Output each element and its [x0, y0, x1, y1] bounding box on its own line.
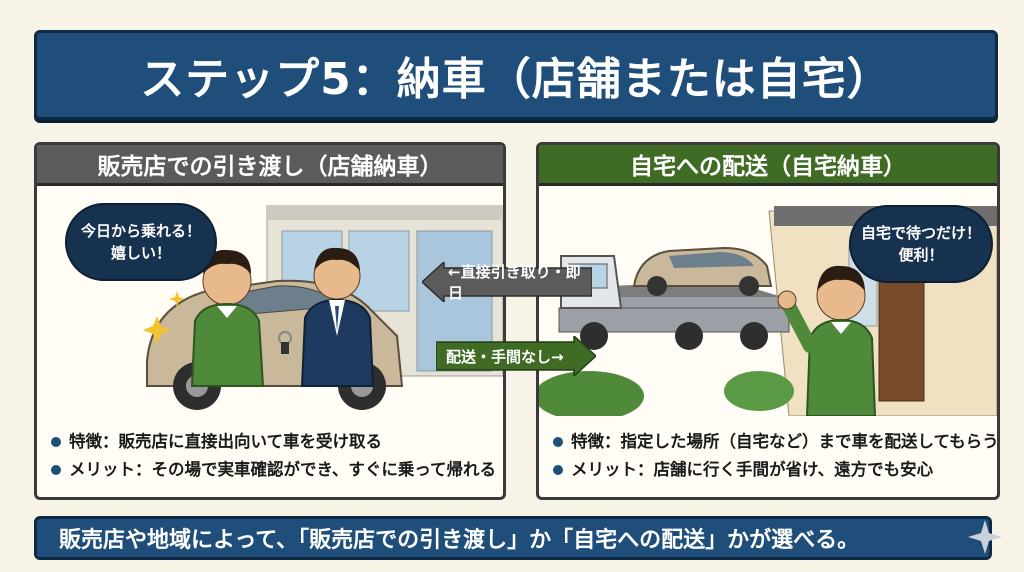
store-pickup-panel: 販売店での引き渡し（店舗納車） 今日から乗れる！ 嬉しい！ 特徴：: [34, 142, 506, 500]
store-merit-text: メリット：その場で実車確認ができ、すぐに乗って帰れる: [69, 460, 497, 479]
list-item: メリット：店舗に行く手間が省け、遠方でも安心: [553, 456, 991, 484]
home-delivery-panel: 自宅への配送（自宅納車） 自宅で待つだけ！ 便利！ 特徴：指定した場所（自宅: [536, 142, 1000, 500]
bullet-icon: [51, 437, 61, 447]
store-speech-bubble: 今日から乗れる！ 嬉しい！: [65, 203, 217, 281]
list-item: メリット：その場で実車確認ができ、すぐに乗って帰れる: [51, 456, 497, 484]
home-bullet-list: 特徴：指定した場所（自宅など）まで車を配送してもらう メリット：店舗に行く手間が…: [553, 428, 997, 484]
store-bubble-line2: 嬉しい！: [110, 244, 171, 262]
store-pickup-illustration: [143, 205, 503, 410]
home-speech-bubble: 自宅で待つだけ！ 便利！: [849, 205, 993, 283]
home-delivery-heading: 自宅への配送（自宅納車）: [539, 145, 997, 186]
summary-text: 販売店や地域によって、「販売店での引き渡し」か「自宅への配送」かが選べる。: [59, 528, 860, 553]
home-bubble-line1: 自宅で待つだけ！: [860, 224, 981, 242]
store-bubble-line1: 今日から乗れる！: [80, 222, 201, 240]
home-bubble-line2: 便利！: [898, 246, 944, 264]
sparkle-icon: [968, 520, 1002, 554]
list-item: 特徴：販売店に直接出向いて車を受け取る: [51, 428, 497, 456]
home-merit-text: メリット：店舗に行く手間が省け、遠方でも安心: [571, 460, 934, 479]
store-pickup-heading: 販売店での引き渡し（店舗納車）: [37, 145, 503, 186]
title-banner: ステップ5：納車（店舗または自宅）: [34, 30, 998, 120]
bullet-icon: [553, 437, 563, 447]
delivery-arrow-label: 配送・手間なし→: [446, 347, 564, 366]
store-feature-text: 特徴：販売店に直接出向いて車を受け取る: [69, 432, 383, 451]
summary-banner: 販売店や地域によって、「販売店での引き渡し」か「自宅への配送」かが選べる。: [34, 516, 992, 560]
list-item: 特徴：指定した場所（自宅など）まで車を配送してもらう: [553, 428, 997, 456]
store-bullet-list: 特徴：販売店に直接出向いて車を受け取る メリット：その場で実車確認ができ、すぐに…: [51, 428, 497, 484]
pickup-arrow-label: ←直接引き取り・即日: [448, 263, 581, 302]
home-feature-text: 特徴：指定した場所（自宅など）まで車を配送してもらう: [571, 432, 999, 451]
bullet-icon: [51, 465, 61, 475]
bullet-icon: [553, 465, 563, 475]
delivery-arrow: 配送・手間なし→: [436, 336, 596, 376]
page-title: ステップ5：納車（店舗または自宅）: [140, 54, 892, 105]
left-arrow-icon: [422, 262, 592, 302]
pickup-arrow: ←直接引き取り・即日: [422, 262, 592, 302]
right-arrow-icon: [436, 336, 596, 376]
